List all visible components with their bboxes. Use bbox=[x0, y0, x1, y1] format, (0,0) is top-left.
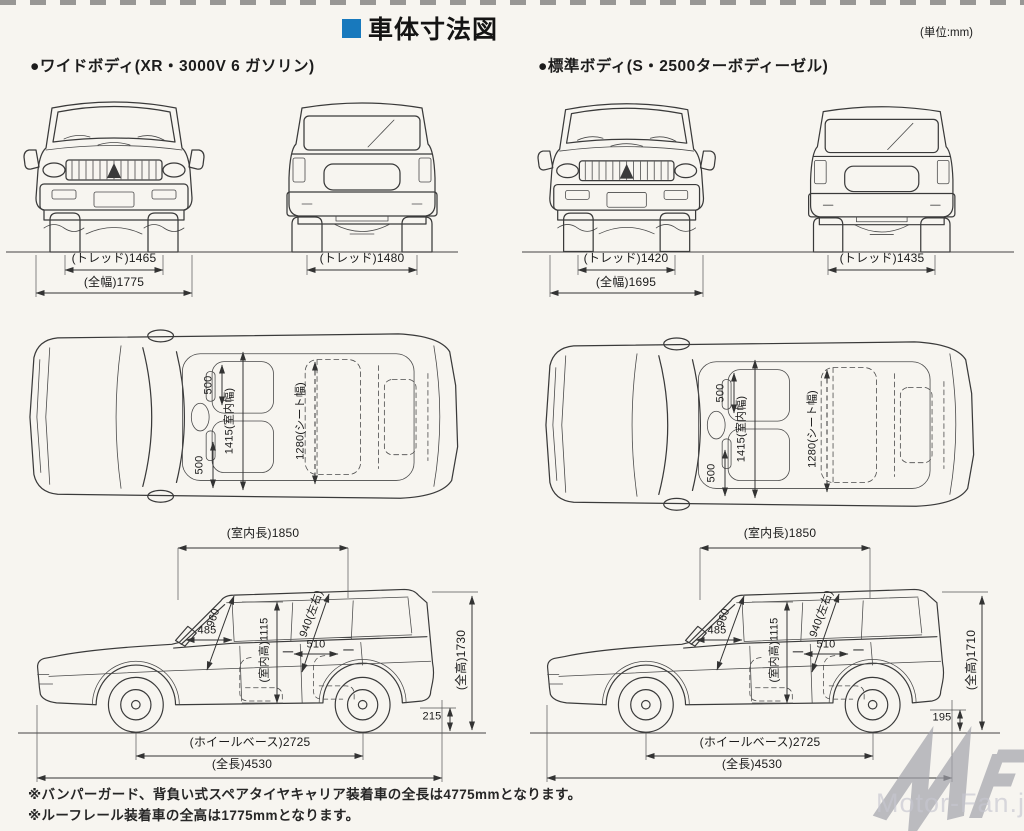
motor-fan-watermark: Motor-Fan.jp bbox=[876, 788, 1024, 818]
extension-lines bbox=[35, 255, 988, 782]
ground-lines bbox=[6, 251, 1014, 734]
wide-top-view-drawing bbox=[29, 329, 459, 503]
std-interior-width-label: 1415(室内幅) bbox=[735, 395, 748, 463]
wide-interior-length-label: (室内長)1850 bbox=[226, 526, 300, 540]
std-front-tread-label: (トレッド)1420 bbox=[583, 251, 669, 265]
standard-top-view-drawing bbox=[545, 337, 975, 511]
std-wheelbase-label: (ホイールベース)2725 bbox=[699, 735, 821, 749]
wide-side-view-drawing bbox=[36, 588, 435, 733]
title-square-icon bbox=[342, 18, 361, 38]
dimension-lines bbox=[35, 267, 985, 781]
std-interior-height-label: (室内高)1115 bbox=[768, 617, 781, 683]
standard-front-view-drawing bbox=[537, 103, 716, 253]
std-rear-tread-label: (トレッド)1435 bbox=[839, 251, 925, 265]
wide-top-gap-front-label: 500 bbox=[202, 375, 215, 395]
wide-front-view-drawing bbox=[23, 101, 205, 253]
std-seat-width-label: 1280(シート幅) bbox=[806, 390, 819, 468]
std-overall-height-label: (全高)1710 bbox=[964, 629, 978, 691]
standard-rear-view-drawing bbox=[808, 106, 956, 253]
footnote-line-1: ※バンパーガード、背負い式スペアタイヤキャリア装着車の全長は4775mmとなりま… bbox=[28, 787, 582, 802]
wide-dim-485-label: 485 bbox=[197, 624, 217, 637]
scan-edge-artifact bbox=[0, 0, 1024, 5]
std-dim-510-label: 510 bbox=[816, 638, 836, 651]
wide-overall-length-label: (全長)4530 bbox=[211, 757, 273, 771]
standard-side-view-drawing bbox=[546, 588, 945, 733]
wide-rear-view-drawing bbox=[286, 102, 438, 253]
std-overall-length-label: (全長)4530 bbox=[721, 757, 783, 771]
wide-ground-clearance-label: 215 bbox=[422, 710, 442, 723]
std-top-gap-rear-label: 500 bbox=[705, 463, 718, 483]
wide-overall-height-label: (全高)1730 bbox=[454, 629, 468, 691]
standard-body-header: ●標準ボディ(S・2500ターボディーゼル) bbox=[538, 58, 829, 75]
wide-front-tread-label: (トレッド)1465 bbox=[71, 251, 157, 265]
wide-interior-width-label: 1415(室内幅) bbox=[223, 387, 236, 455]
std-overall-width-label: (全幅)1695 bbox=[595, 275, 657, 289]
std-dim-485-label: 485 bbox=[707, 624, 727, 637]
page-title: 車体寸法図 bbox=[342, 10, 498, 46]
std-top-gap-front-label: 500 bbox=[714, 383, 727, 403]
wide-interior-height-label: (室内高)1115 bbox=[258, 617, 271, 683]
motor-fan-logo-icon bbox=[872, 725, 1024, 831]
wide-top-gap-rear-label: 500 bbox=[193, 455, 206, 475]
wide-wheelbase-label: (ホイールベース)2725 bbox=[189, 735, 311, 749]
std-ground-clearance-label: 195 bbox=[932, 711, 952, 724]
wide-rear-tread-label: (トレッド)1480 bbox=[319, 251, 405, 265]
std-interior-length-label: (室内長)1850 bbox=[743, 526, 817, 540]
page-title-text: 車体寸法図 bbox=[368, 16, 499, 44]
wide-seat-width-label: 1280(シート幅) bbox=[294, 382, 307, 460]
wide-dim-510-label: 510 bbox=[306, 638, 326, 651]
footnote-line-2: ※ルーフレール装着車の全高は1775mmとなります。 bbox=[28, 808, 360, 823]
wide-overall-width-label: (全幅)1775 bbox=[83, 275, 145, 289]
unit-note: (単位:mm) bbox=[920, 27, 974, 39]
wide-body-header: ●ワイドボディ(XR・3000V 6 ガソリン) bbox=[30, 58, 315, 75]
